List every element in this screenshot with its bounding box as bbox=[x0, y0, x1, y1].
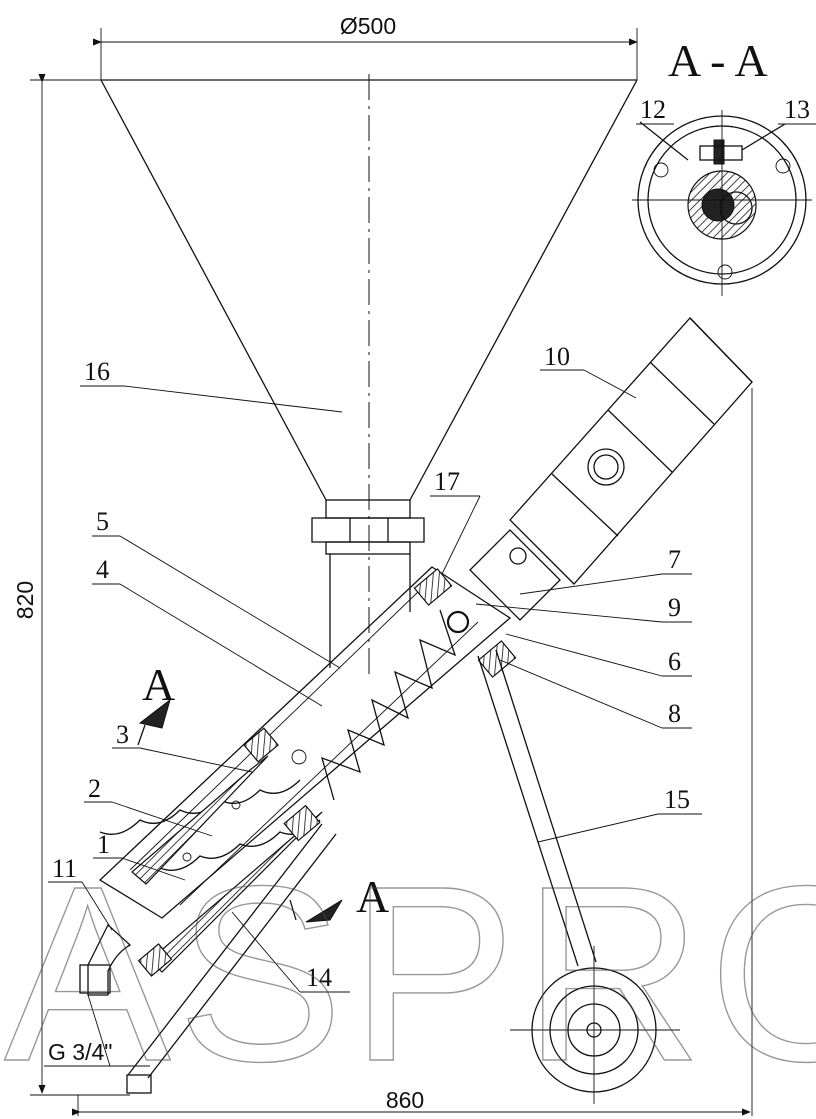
section-marker-a-bottom: A bbox=[289, 871, 389, 923]
part-label-12: 12 bbox=[636, 95, 674, 125]
part-label-16: 16 bbox=[80, 357, 343, 413]
svg-text:11: 11 bbox=[52, 854, 77, 883]
hopper-coupling bbox=[311, 499, 425, 668]
svg-text:8: 8 bbox=[668, 699, 681, 728]
svg-text:7: 7 bbox=[668, 545, 681, 574]
svg-text:A: A bbox=[142, 659, 175, 710]
svg-text:2: 2 bbox=[88, 774, 101, 803]
part-label-13: 13 bbox=[778, 95, 816, 125]
section-title: A - A bbox=[668, 35, 768, 86]
part-label-9: 9 bbox=[475, 593, 692, 623]
watermark: ASPRO bbox=[4, 834, 816, 1113]
thread-label: G 3/4" bbox=[48, 1039, 112, 1065]
part-label-15: 15 bbox=[537, 785, 702, 843]
svg-text:14: 14 bbox=[306, 963, 332, 992]
svg-text:10: 10 bbox=[544, 342, 570, 371]
section-detail: A - A bbox=[632, 35, 812, 296]
part-label-17: 17 bbox=[430, 467, 481, 575]
svg-text:9: 9 bbox=[668, 593, 681, 622]
svg-text:13: 13 bbox=[784, 95, 810, 124]
dimension-width: 860 bbox=[71, 388, 753, 1116]
svg-text:5: 5 bbox=[96, 507, 109, 536]
rear-leg bbox=[477, 649, 680, 1104]
dimension-diameter: Ø500 bbox=[92, 13, 638, 80]
svg-text:A: A bbox=[356, 871, 389, 922]
part-label-3: 3 bbox=[112, 720, 253, 773]
dim-width-text: 860 bbox=[386, 1087, 424, 1113]
dim-height-text: 820 bbox=[12, 581, 38, 619]
part-label-10: 10 bbox=[540, 342, 637, 399]
svg-text:1: 1 bbox=[97, 830, 110, 859]
thread-dimension: G 3/4" bbox=[44, 994, 150, 1067]
part-label-8: 8 bbox=[499, 659, 692, 729]
svg-text:3: 3 bbox=[116, 720, 129, 749]
svg-text:15: 15 bbox=[664, 785, 690, 814]
part-label-1: 1 bbox=[93, 830, 186, 881]
svg-text:17: 17 bbox=[434, 467, 460, 496]
part-label-14: 14 bbox=[231, 911, 350, 993]
part-label-2: 2 bbox=[84, 774, 213, 837]
svg-text:16: 16 bbox=[84, 357, 110, 386]
part-label-7: 7 bbox=[519, 545, 692, 595]
part-label-4: 4 bbox=[92, 555, 323, 707]
dim-diameter-text: Ø500 bbox=[340, 13, 396, 39]
svg-text:6: 6 bbox=[668, 647, 681, 676]
dimension-height: 820 bbox=[12, 73, 130, 1096]
motor bbox=[469, 317, 753, 621]
front-leg bbox=[126, 823, 337, 1094]
hopper bbox=[100, 74, 638, 680]
part-label-6: 6 bbox=[505, 633, 692, 677]
svg-text:4: 4 bbox=[96, 555, 109, 584]
part-label-5: 5 bbox=[92, 507, 341, 669]
svg-text:12: 12 bbox=[640, 95, 666, 124]
pump-tube bbox=[98, 566, 517, 977]
part-label-11: 11 bbox=[48, 854, 113, 931]
outlet-elbow bbox=[79, 923, 132, 996]
section-marker-a-top: A bbox=[137, 659, 175, 746]
